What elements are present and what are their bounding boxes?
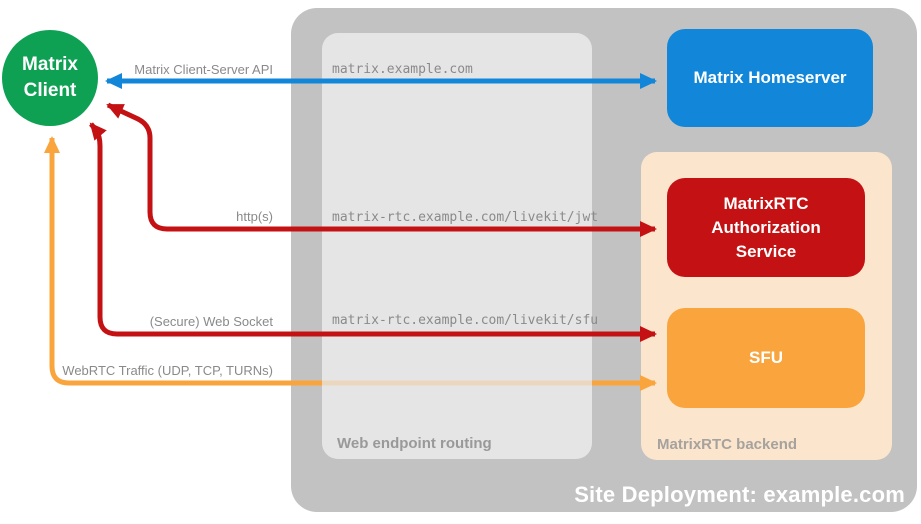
sfu-node: SFU: [667, 308, 865, 408]
matrix-client-node: Matrix Client: [2, 30, 98, 126]
endpoint-livekit-jwt: matrix-rtc.example.com/livekit/jwt: [332, 210, 599, 225]
web-endpoint-routing-caption: Web endpoint routing: [337, 435, 492, 452]
connection-label-client-server-api: Matrix Client-Server API: [134, 62, 273, 77]
matrix-homeserver-node: Matrix Homeserver: [667, 29, 873, 127]
endpoint-matrix-example: matrix.example.com: [332, 62, 473, 77]
matrixrtc-auth-service-node: MatrixRTC Authorization Service: [667, 178, 865, 277]
connection-label-webrtc-traffic: WebRTC Traffic (UDP, TCP, TURNs): [62, 363, 273, 378]
web-endpoint-routing-box: [322, 33, 592, 459]
matrix-client-label: Matrix Client: [22, 54, 78, 101]
connection-label-https: http(s): [236, 209, 273, 224]
connection-label-websocket: (Secure) Web Socket: [149, 314, 273, 329]
matrixrtc-auth-service-label: MatrixRTC Authorization Service: [711, 193, 821, 261]
site-deployment-caption: Site Deployment: example.com: [574, 482, 905, 507]
endpoint-livekit-sfu: matrix-rtc.example.com/livekit/sfu: [332, 313, 599, 328]
matrix-homeserver-label: Matrix Homeserver: [693, 68, 847, 87]
matrixrtc-backend-caption: MatrixRTC backend: [657, 436, 798, 453]
sfu-label: SFU: [749, 348, 783, 367]
